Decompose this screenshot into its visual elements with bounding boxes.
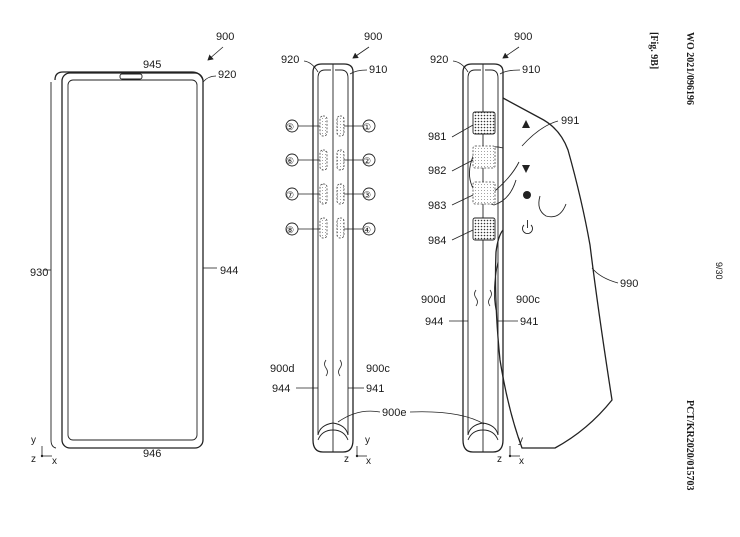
label-984: 984: [428, 235, 446, 247]
label-991: 991: [561, 115, 579, 127]
publication-number: WO 2021/096196: [684, 32, 695, 105]
label-900c-middle: 900c: [366, 363, 390, 375]
label-941-middle: 941: [366, 383, 384, 395]
label-930: 930: [30, 267, 48, 279]
axis-z: z: [31, 454, 36, 465]
label-920-left: 920: [218, 69, 236, 81]
device-body: [61, 72, 204, 449]
label-990: 990: [620, 278, 638, 290]
label-900d-middle: 900d: [270, 363, 294, 375]
key-1: ①: [363, 122, 371, 132]
power-icon: [522, 220, 533, 234]
label-910-middle: 910: [369, 64, 387, 76]
axis-triad-right: y z x: [497, 435, 524, 467]
key-6: ⑥: [286, 156, 294, 166]
header-margin: [Fig. 9B] WO 2021/096196 9/30 PCT/KR2020…: [648, 32, 724, 491]
axis-y: y: [365, 435, 370, 446]
label-910-right: 910: [522, 64, 540, 76]
side-key-981: [472, 111, 496, 135]
side-key-983: [472, 181, 496, 205]
label-920-middle: 920: [281, 54, 299, 66]
key-5: ⑤: [286, 122, 294, 132]
display-area: [67, 79, 198, 441]
key-2: ②: [363, 156, 371, 166]
key-number-labels: ⑤ ① ⑥ ② ⑦ ③ ⑧ ④: [285, 119, 376, 236]
label-900d-right: 900d: [421, 294, 445, 306]
left-view-unfolded-device: 900 945 920 930 944 946 y z x: [30, 31, 238, 467]
label-983: 983: [428, 200, 446, 212]
middle-view-folded-device: 900 920 910 ⑤ ① ⑥ ② ⑦ ③ ⑧ ④: [270, 31, 485, 467]
right-view-title: 900: [514, 31, 532, 43]
label-944-middle: 944: [272, 383, 290, 395]
left-view-title: 900: [216, 31, 234, 43]
label-944-right: 944: [425, 316, 443, 328]
axis-z: z: [497, 454, 502, 465]
middle-view-title: 900: [364, 31, 382, 43]
side-key-984: [472, 217, 496, 241]
key-8: ⑧: [286, 225, 294, 235]
label-946: 946: [143, 448, 161, 460]
label-945: 945: [143, 59, 161, 71]
label-900e: 900e: [382, 407, 406, 419]
hand-outline: [494, 97, 613, 449]
label-982: 982: [428, 165, 446, 177]
key-3: ③: [363, 190, 371, 200]
key-7: ⑦: [286, 190, 294, 200]
axis-y: y: [31, 435, 36, 446]
down-triangle-icon: [522, 165, 530, 173]
dot-icon: [523, 191, 531, 199]
camera-notch: [119, 73, 143, 80]
axis-x: x: [52, 456, 57, 467]
key-slots: [319, 115, 345, 239]
right-view-device-in-hand: 900 920 910 991 981 982 983 984 990 900d…: [421, 31, 638, 467]
axis-triad-middle: y z x: [344, 435, 371, 467]
key-4: ④: [363, 225, 371, 235]
label-941-right: 941: [520, 316, 538, 328]
axis-triad-left: y z x: [31, 435, 57, 467]
page-number: 9/30: [714, 262, 724, 280]
label-920-right: 920: [430, 54, 448, 66]
figure-caption: [Fig. 9B]: [648, 32, 659, 69]
axis-x: x: [519, 456, 524, 467]
application-number: PCT/KR2020/015703: [684, 400, 695, 491]
label-944-left: 944: [220, 265, 238, 277]
axis-y: y: [518, 435, 523, 446]
side-key-982: [472, 145, 496, 169]
axis-x: x: [366, 456, 371, 467]
label-900c-right: 900c: [516, 294, 540, 306]
up-triangle-icon: [522, 120, 530, 128]
label-981: 981: [428, 131, 446, 143]
axis-z: z: [344, 454, 349, 465]
